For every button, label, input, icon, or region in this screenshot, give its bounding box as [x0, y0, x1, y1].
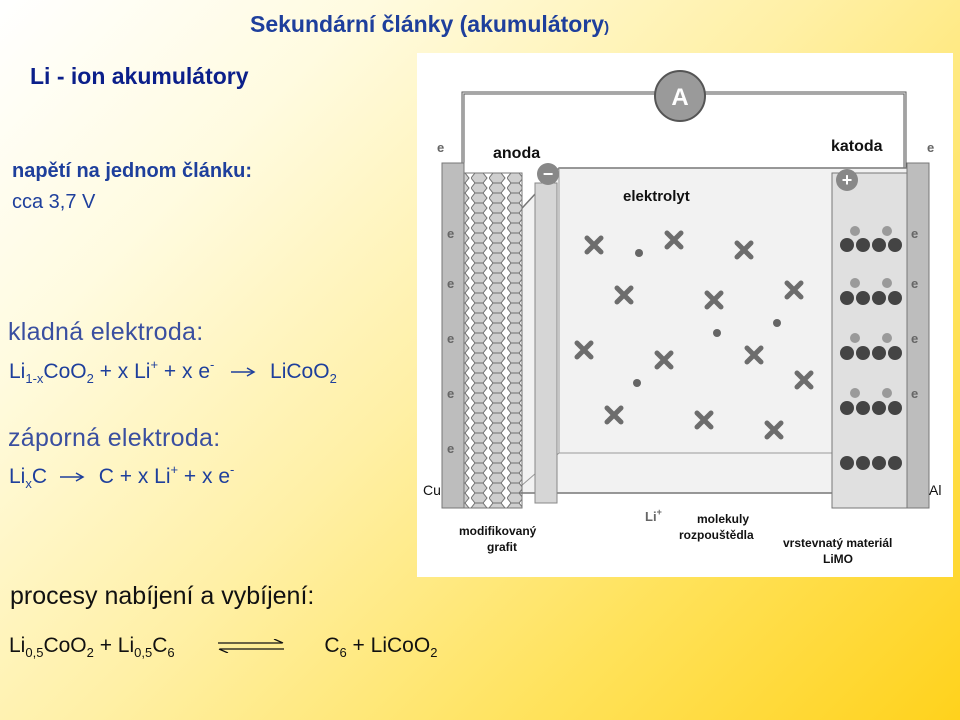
svg-text:Li+: Li+: [645, 507, 662, 524]
subtitle: Li - ion akumulátory: [30, 63, 249, 89]
svg-text:Al: Al: [929, 482, 941, 498]
minus-icon: [537, 163, 559, 185]
negative-electrode-heading: záporná elektroda:: [8, 424, 221, 452]
equilibrium-arrow-icon: [218, 638, 285, 655]
reaction-arrow-icon: [59, 472, 85, 483]
svg-text:A: A: [671, 84, 688, 111]
svg-text:e: e: [911, 386, 918, 401]
svg-text:rozpouštědla: rozpouštědla: [679, 528, 754, 542]
positive-electrode-equation: Li1-xCoO2 + x Li+ + x e- LiCoO2: [9, 357, 337, 386]
svg-text:e: e: [447, 276, 454, 291]
svg-text:molekuly: molekuly: [697, 512, 749, 526]
plus-icon: [836, 169, 858, 191]
svg-text:e: e: [437, 140, 444, 155]
svg-text:modifikovaný: modifikovaný: [459, 524, 537, 538]
svg-text:−: −: [543, 164, 554, 184]
svg-text:e: e: [447, 331, 454, 346]
reaction-arrow-icon: [231, 367, 256, 378]
svg-text:elektrolyt: elektrolyt: [623, 188, 690, 205]
svg-text:+: +: [842, 170, 853, 190]
svg-text:Cu: Cu: [423, 482, 441, 498]
svg-text:e: e: [447, 441, 454, 456]
process-equation: Li0,5CoO2 + Li0,5C6 C6 + LiCoO2: [9, 634, 438, 660]
negative-electrode-equation: LixC C + x Li+ + x e-: [9, 462, 235, 491]
main-title: Sekundární články (akumulátory): [250, 11, 610, 37]
svg-text:e: e: [447, 386, 454, 401]
process-heading: procesy nabíjení a vybíjení:: [10, 582, 315, 610]
svg-text:e: e: [911, 331, 918, 346]
solvent-molecules: [574, 230, 814, 440]
svg-text:anoda: anoda: [493, 145, 540, 162]
svg-text:vrstevnatý materiál: vrstevnatý materiál: [783, 536, 892, 550]
svg-text:e: e: [911, 276, 918, 291]
svg-text:e: e: [447, 226, 454, 241]
svg-text:e: e: [911, 226, 918, 241]
svg-text:e: e: [927, 140, 934, 155]
svg-text:katoda: katoda: [831, 138, 883, 155]
voltage-value: cca 3,7 V: [12, 191, 96, 213]
svg-text:LiMO: LiMO: [823, 552, 853, 566]
svg-text:grafit: grafit: [487, 540, 517, 554]
positive-electrode-heading: kladná elektroda:: [8, 318, 204, 346]
ammeter-icon: [654, 70, 706, 122]
voltage-label: napětí na jednom článku:: [12, 160, 253, 182]
li-ion-cell-diagram: A anoda katoda elektrolyt − +: [417, 53, 953, 577]
